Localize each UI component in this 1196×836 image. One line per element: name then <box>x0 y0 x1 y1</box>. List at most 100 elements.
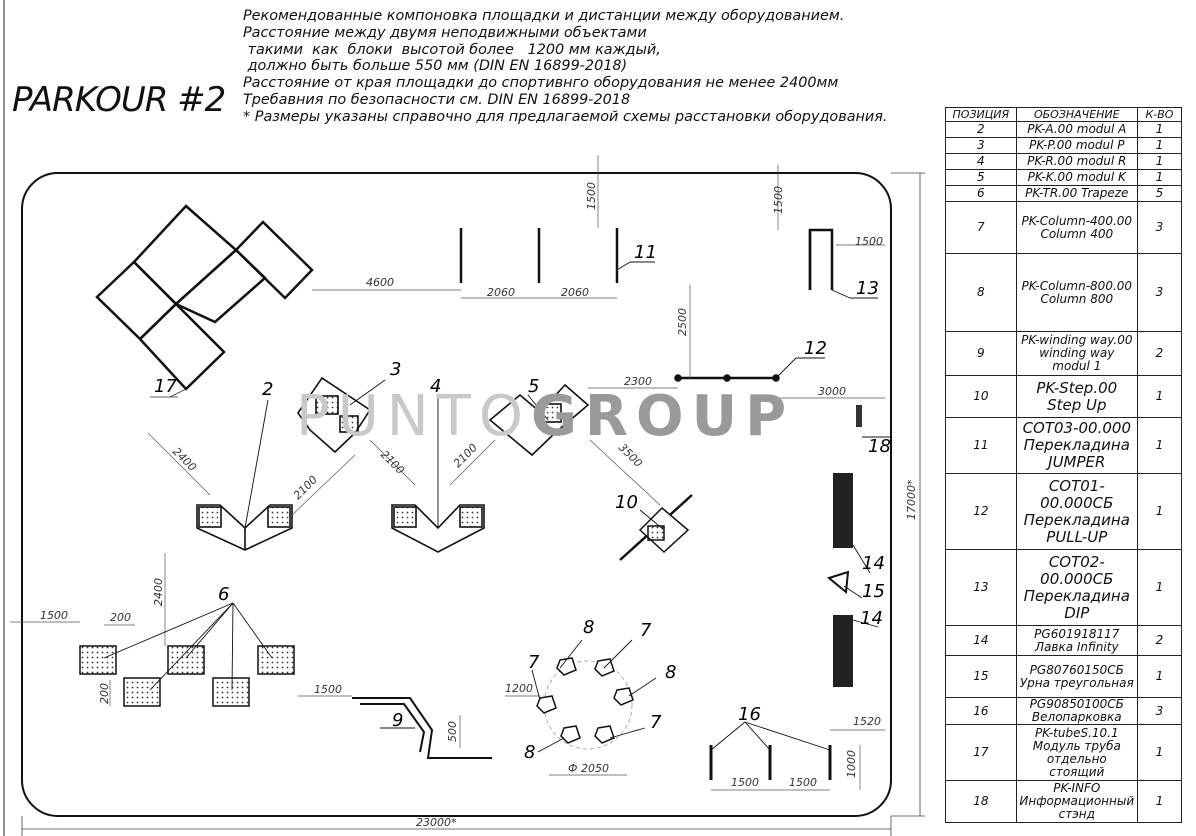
dimension-label: 500 <box>446 721 459 742</box>
cell-designation: PK-Column-800.00 Column 800 <box>1015 253 1138 332</box>
cell-quantity: 3 <box>1136 201 1183 254</box>
dimension-label: 200 <box>98 683 111 704</box>
column-header: ОБОЗНАЧЕНИЕ <box>1015 107 1138 122</box>
note-line: * Размеры указаны справочно для предлага… <box>243 108 888 125</box>
note-line: Расстояние от края площадки до спортивнг… <box>243 75 839 92</box>
callout-label: 9 <box>392 710 403 731</box>
dimension-label: 1000 <box>845 750 858 778</box>
callout-label: 8 <box>524 742 535 763</box>
note-line: такими как блоки высотой более 1200 мм к… <box>243 41 661 58</box>
table-header-row: ПОЗИЦИЯ ОБОЗНАЧЕНИЕ К-ВО <box>945 107 1183 122</box>
trapeze-6 <box>79 645 295 707</box>
cell-position: 12 <box>945 473 1017 550</box>
dimension-label: 23000* <box>416 816 457 829</box>
callout-label: 8 <box>583 617 594 638</box>
callout-label: 6 <box>218 584 229 605</box>
dimension-label: 2100 <box>291 473 320 502</box>
callout-label: 7 <box>650 712 662 733</box>
cell-quantity: 3 <box>1136 697 1183 725</box>
callout-label: 11 <box>634 242 657 263</box>
cell-position: 14 <box>945 625 1017 656</box>
cell-quantity: 1 <box>1136 724 1183 781</box>
cell-quantity: 1 <box>1136 153 1183 170</box>
cell-quantity: 1 <box>1136 473 1183 550</box>
dimension-label: 2300 <box>624 375 652 388</box>
callout-label: 13 <box>856 278 879 299</box>
callout-leaders <box>103 261 890 753</box>
callout-label: 14 <box>860 608 883 629</box>
dimension-label: 2400 <box>152 578 165 606</box>
cell-quantity: 1 <box>1136 375 1183 418</box>
dimension-label: 1200 <box>505 682 533 695</box>
cell-designation: PG601918117 Лавка Infinity <box>1015 625 1138 656</box>
cell-designation: PK-INFO Информационный стэнд <box>1015 780 1138 823</box>
dimension-label: 1500 <box>772 186 785 214</box>
cell-designation: PK-tubeS.10.1 Модуль труба отдельно стоя… <box>1015 724 1138 781</box>
dimension-23000 <box>21 816 892 836</box>
callout-label: 12 <box>804 338 827 359</box>
cell-quantity: 5 <box>1136 185 1183 202</box>
cell-designation: PK-winding way.00 winding way modul 1 <box>1015 331 1138 376</box>
cell-position: 7 <box>945 201 1017 254</box>
cell-position: 5 <box>945 169 1017 186</box>
cell-position: 8 <box>945 253 1017 332</box>
callout-label: 16 <box>738 704 761 725</box>
cell-designation: PK-P.00 modul P <box>1015 137 1138 154</box>
cell-designation: PG90850100СБ Велопарковка <box>1015 697 1138 725</box>
callout-label: 4 <box>430 376 441 397</box>
callout-label: 18 <box>868 436 891 457</box>
callout-label: 2 <box>262 379 273 400</box>
page-title: PARKOUR #2 <box>12 80 226 120</box>
dimension-lines <box>10 155 885 791</box>
bench-14 <box>833 615 853 687</box>
cell-position: 15 <box>945 655 1017 698</box>
cell-quantity: 1 <box>1136 121 1183 138</box>
cell-quantity: 1 <box>1136 137 1183 154</box>
note-line: должно быть больше 550 мм (DIN EN 16899-… <box>243 58 628 75</box>
watermark-light: PUNTO <box>296 384 531 449</box>
cell-quantity: 1 <box>1136 655 1183 698</box>
dimension-label: 2060 <box>487 286 515 299</box>
cell-position: 18 <box>945 780 1017 823</box>
watermark: PUNTOGROUP <box>296 384 794 449</box>
cell-position: 11 <box>945 417 1017 474</box>
cell-quantity: 1 <box>1136 169 1183 186</box>
note-line: Расстояние между двумя неподвижными объе… <box>243 24 647 41</box>
tube-module-17 <box>95 204 314 391</box>
modul-r-4 <box>391 504 485 553</box>
cell-quantity: 1 <box>1136 780 1183 823</box>
pull-up-bar-12 <box>674 374 780 382</box>
cell-position: 4 <box>945 153 1017 170</box>
modul-a-2 <box>196 504 293 551</box>
callout-label: 7 <box>528 652 540 673</box>
callout-label: 3 <box>390 359 401 380</box>
dimension-label: 4600 <box>366 276 394 289</box>
bench-14 <box>833 473 853 548</box>
callout-label: 14 <box>862 553 885 574</box>
info-stand-18 <box>856 405 862 427</box>
dimension-label: 1500 <box>855 235 883 248</box>
cell-designation: COT02-00.000СБ Перекладина DIP <box>1015 549 1138 626</box>
cell-quantity: 1 <box>1136 549 1183 626</box>
cell-position: 13 <box>945 549 1017 626</box>
dip-bar-13 <box>808 228 834 290</box>
dimension-label: 1500 <box>314 683 342 696</box>
column-header: К-ВО <box>1136 107 1183 122</box>
cell-position: 2 <box>945 121 1017 138</box>
callout-label: 8 <box>665 662 676 683</box>
watermark-bold: GROUP <box>530 384 795 449</box>
cell-position: 3 <box>945 137 1017 154</box>
